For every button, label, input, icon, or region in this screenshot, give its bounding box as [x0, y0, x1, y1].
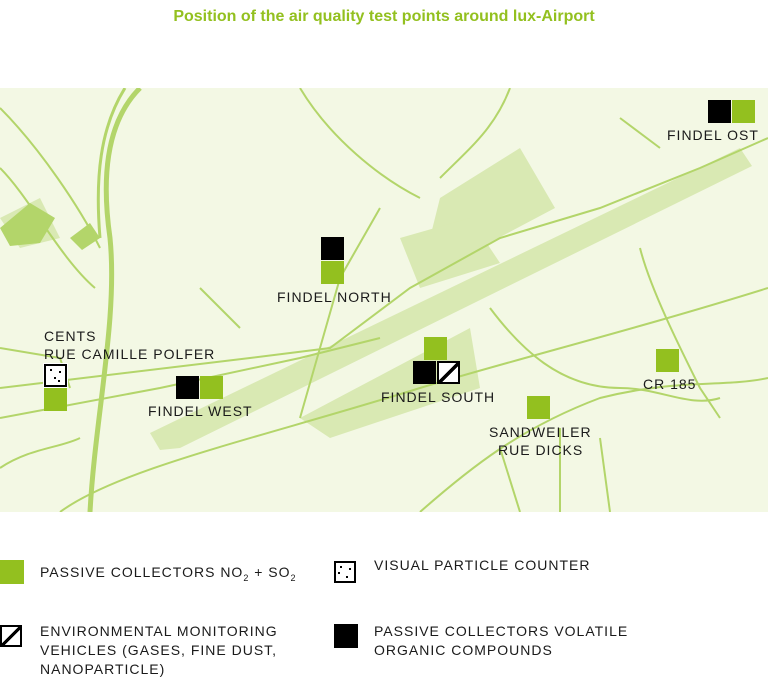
passive-marker-findel-south — [424, 337, 447, 360]
passive-marker-cents — [44, 388, 67, 411]
label-cents-line2: RUE CAMILLE POLFER — [44, 346, 216, 362]
label-cents-line1: CENTS — [44, 328, 97, 344]
legend-passive-text: + SO — [249, 564, 291, 580]
voc-marker-findel-ost — [708, 100, 731, 123]
label-findel-west: FINDEL WEST — [148, 403, 253, 419]
passive-marker-cr185 — [656, 349, 679, 372]
legend-passive-swatch — [0, 560, 24, 584]
legend-vehicle-line1: ENVIRONMENTAL MONITORING — [40, 623, 278, 639]
legend-vehicle-line2: VEHICLES (GASES, FINE DUST, — [40, 642, 278, 658]
particle-counter-marker-cents — [43, 363, 68, 388]
airport-map — [0, 88, 768, 512]
voc-marker-findel-west — [176, 376, 199, 399]
label-sandweiler-line1: SANDWEILER — [489, 424, 592, 440]
legend-particle-swatch — [333, 560, 357, 584]
legend-subscript: 2 — [243, 572, 250, 583]
vehicle-marker-findel-south — [437, 361, 460, 384]
forest-patches — [0, 203, 100, 250]
roads — [0, 88, 768, 512]
label-findel-north: FINDEL NORTH — [277, 289, 392, 305]
map-title: Position of the air quality test points … — [173, 8, 595, 25]
legend-vehicle-swatch — [0, 625, 22, 647]
legend-passive-text: PASSIVE COLLECTORS NO — [40, 564, 244, 580]
legend-voc-line1: PASSIVE COLLECTORS VOLATILE — [374, 623, 629, 639]
voc-marker-findel-south — [413, 361, 436, 384]
legend-subscript: 2 — [290, 572, 297, 583]
passive-marker-findel-north — [321, 261, 344, 284]
passive-marker-findel-ost — [732, 100, 755, 123]
legend-voc-line2: ORGANIC COMPOUNDS — [374, 642, 553, 658]
passive-marker-sandweiler — [527, 396, 550, 419]
passive-marker-findel-west — [200, 376, 223, 399]
label-cr185: CR 185 — [643, 376, 697, 392]
legend-voc-swatch — [334, 624, 358, 648]
label-sandweiler-line2: RUE DICKS — [498, 442, 584, 458]
label-findel-ost: FINDEL OST — [667, 127, 759, 143]
map-background — [0, 88, 768, 512]
legend-passive-label: PASSIVE COLLECTORS NO2 + SO2 — [40, 563, 297, 588]
label-findel-south: FINDEL SOUTH — [381, 389, 496, 405]
legend-particle-label: VISUAL PARTICLE COUNTER — [374, 557, 591, 573]
voc-marker-findel-north — [321, 237, 344, 260]
legend-vehicle-line3: NANOPARTICLE) — [40, 661, 166, 677]
